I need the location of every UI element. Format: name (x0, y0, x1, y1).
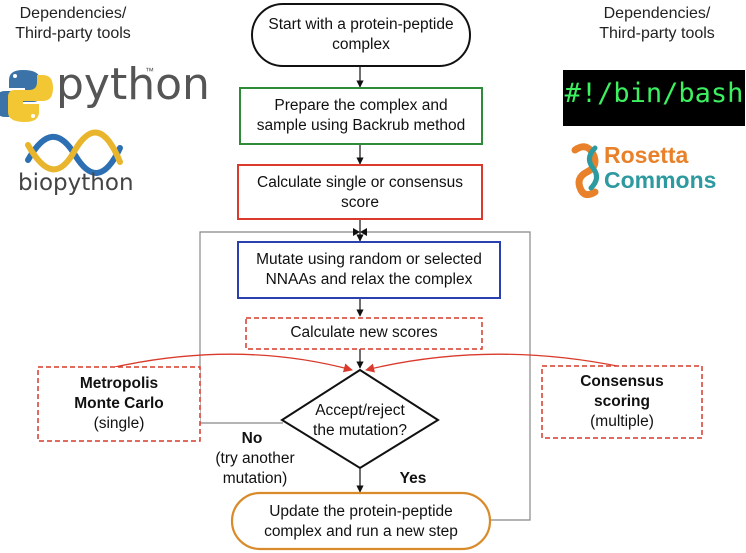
metropolis-title-line2: Monte Carlo (74, 394, 164, 412)
metropolis-sub: (single) (93, 414, 145, 432)
rosetta-logo-line1: Rosetta (604, 142, 689, 168)
prepare-box (239, 87, 483, 145)
python-logo (0, 70, 53, 122)
bash-logo-text: #!/bin/bash (564, 78, 744, 109)
red-arrow-metropolis (114, 353, 353, 373)
left-heading-line1: Dependencies/ (19, 5, 127, 22)
loop-join-marker-left (353, 228, 360, 236)
mutate-text-line2: NNAAs and relax the complex (265, 270, 473, 288)
prepare-text-line2: sample using Backrub method (256, 116, 466, 134)
consensus-title-line1: Consensus (580, 373, 664, 390)
prepare-text: Prepare the complex and sample using Bac… (240, 96, 482, 136)
calc-score-box (237, 164, 483, 220)
biopython-logo-text: biopython (18, 170, 134, 196)
right-heading-line2: Third-party tools (599, 25, 715, 43)
mutate-text-line1: Mutate using random or selected (256, 251, 482, 268)
loop-join-marker-right (360, 228, 367, 236)
loop-line-yes (367, 231, 531, 521)
decision-diamond (280, 368, 440, 470)
calc-score-text-line2: score (341, 193, 379, 211)
calc-score-text-line1: Calculate single or consensus (257, 174, 463, 191)
start-text-line1: Start with a protein-peptide (268, 16, 454, 33)
rosetta-logo-icon (571, 143, 599, 199)
start-terminator (251, 3, 471, 67)
loop-line-no (199, 231, 353, 424)
yes-label: Yes (399, 470, 427, 487)
rosetta-logo-line2: Commons (604, 167, 717, 193)
calc-new-scores-box (245, 317, 483, 350)
start-text: Start with a protein-peptide complex (252, 15, 470, 55)
metropolis-title-line1: Metropolis (79, 375, 159, 392)
right-heading-line1: Dependencies/ (603, 5, 711, 22)
update-terminator (230, 491, 492, 551)
bash-logo-bg (563, 70, 745, 126)
red-arrow-consensus (365, 353, 623, 373)
left-heading-line2: Third-party tools (15, 25, 131, 43)
update-text-line2: complex and run a new step (264, 522, 458, 540)
start-text-line2: complex (332, 35, 390, 53)
decision-text: Accept/reject the mutation? (282, 401, 438, 441)
metropolis-text: Metropolis Monte Carlo (single) (38, 374, 200, 433)
update-text: Update the protein-peptide complex and r… (232, 502, 490, 542)
mutate-text: Mutate using random or selected NNAAs an… (238, 250, 500, 290)
prepare-text-line1: Prepare the complex and (274, 97, 448, 114)
biopython-logo (25, 129, 123, 176)
consensus-sub: (multiple) (590, 412, 654, 430)
no-sub-line2: mutation) (222, 469, 288, 487)
python-tm: ™ (145, 66, 154, 76)
metropolis-box (37, 366, 201, 442)
consensus-text: Consensus scoring (multiple) (542, 372, 702, 431)
decision-text-line2: the mutation? (313, 421, 407, 439)
consensus-title-line2: scoring (594, 392, 650, 410)
calc-new-text: Calculate new scores (290, 324, 438, 341)
no-label: No (241, 430, 263, 447)
decision-text-line1: Accept/reject (315, 402, 405, 419)
consensus-box (541, 365, 703, 439)
mutate-box (237, 241, 501, 299)
no-sub-line1: (try another (215, 450, 295, 467)
update-text-line1: Update the protein-peptide (269, 503, 453, 520)
no-sub-label: (try another mutation) (210, 449, 300, 489)
left-dependencies-heading: Dependencies/ Third-party tools (0, 4, 146, 45)
calc-score-text: Calculate single or consensus score (238, 173, 482, 213)
right-dependencies-heading: Dependencies/ Third-party tools (584, 4, 730, 45)
python-logo-text: python (56, 59, 210, 110)
